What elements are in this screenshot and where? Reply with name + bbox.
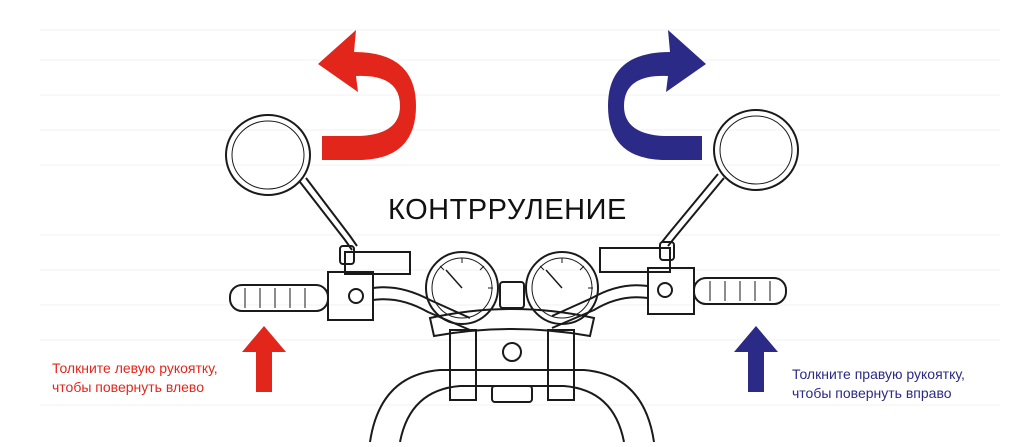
right-instruction-line1: Толкните правую рукоятку, <box>792 366 965 382</box>
right-instruction-caption: Толкните правую рукоятку, чтобы повернут… <box>792 365 965 403</box>
sketch-background <box>40 29 1000 406</box>
left-instruction-line1: Толкните левую рукоятку, <box>52 360 218 376</box>
right-push-arrow-icon <box>734 326 778 392</box>
page-title: КОНТРРУЛЕНИЕ <box>388 194 627 226</box>
left-push-arrow-icon <box>242 326 286 392</box>
left-instruction-line2: чтобы повернуть влево <box>52 379 204 395</box>
speedometer-gauge <box>425 251 499 325</box>
curved-arrow-right-icon <box>608 30 706 160</box>
right-mirror <box>659 109 799 261</box>
instrument-cluster <box>425 251 599 325</box>
handlebar <box>229 247 787 443</box>
curved-arrow-left-icon <box>318 30 416 160</box>
left-instruction-caption: Толкните левую рукоятку, чтобы повернуть… <box>52 359 218 397</box>
right-instruction-line2: чтобы повернуть вправо <box>792 385 952 401</box>
tachometer-gauge <box>525 251 599 325</box>
left-mirror <box>225 114 358 265</box>
